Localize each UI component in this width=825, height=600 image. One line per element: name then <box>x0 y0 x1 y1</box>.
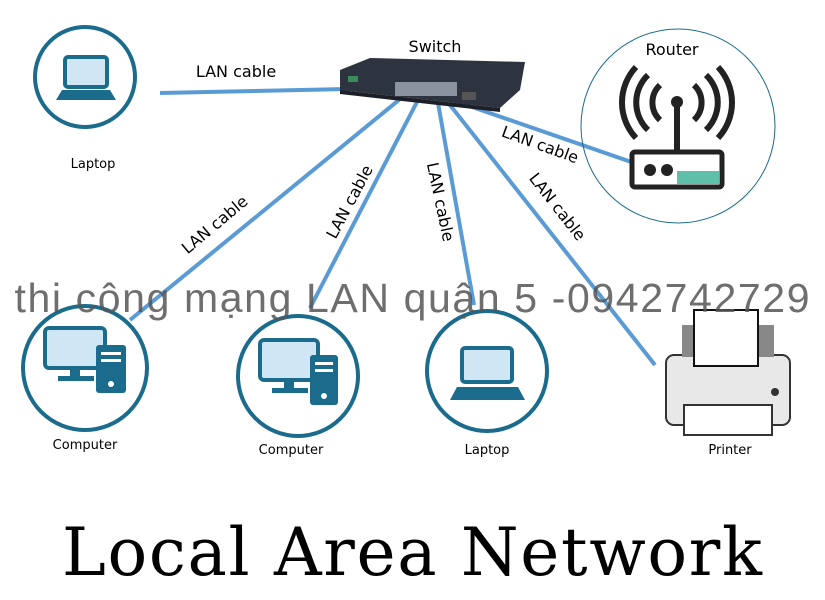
printer-label: Printer <box>708 443 752 458</box>
router-label: Router <box>645 40 698 59</box>
laptop-top-icon <box>56 55 116 100</box>
cable-label-laptop-top: LAN cable <box>196 62 276 81</box>
computer-1-icon <box>43 326 126 393</box>
switch-label: Switch <box>409 37 462 56</box>
computer-2-icon <box>258 338 338 405</box>
cables <box>128 86 657 367</box>
router-icon <box>619 64 735 190</box>
watermark: thi công mạng LAN quận 5 -0942742729 <box>15 275 810 321</box>
cable-computer-2 <box>308 99 420 309</box>
computer-1-label: Computer <box>53 438 118 453</box>
cable-laptop-bottom <box>436 102 476 306</box>
cable-router <box>451 98 641 167</box>
router-circle <box>580 28 776 224</box>
page-title: Local Area Network <box>62 514 763 591</box>
switch-device <box>340 58 525 112</box>
computer-2-label: Computer <box>259 443 324 458</box>
cable-label-computer-1: LAN cable <box>178 192 252 258</box>
laptop-bottom-label: Laptop <box>465 443 510 458</box>
cable-printer <box>448 103 657 367</box>
cable-label-laptop-bottom: LAN cable <box>423 161 458 244</box>
cable-label-printer: LAN cable <box>525 169 589 244</box>
printer-icon <box>665 309 791 436</box>
laptop-bottom-icon <box>450 346 525 400</box>
cable-computer-1 <box>128 93 407 322</box>
laptop-top-label: Laptop <box>71 157 116 172</box>
